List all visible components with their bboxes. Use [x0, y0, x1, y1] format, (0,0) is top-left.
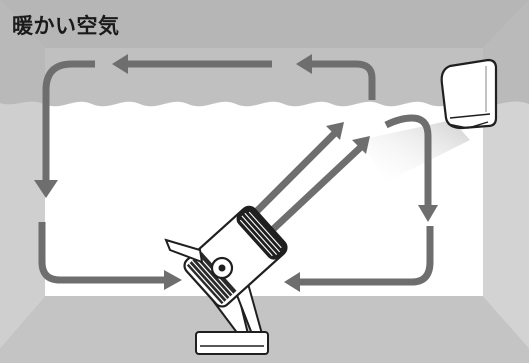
diagram-title: 暖かい空気	[12, 16, 120, 37]
air-conditioner-icon	[442, 60, 496, 128]
